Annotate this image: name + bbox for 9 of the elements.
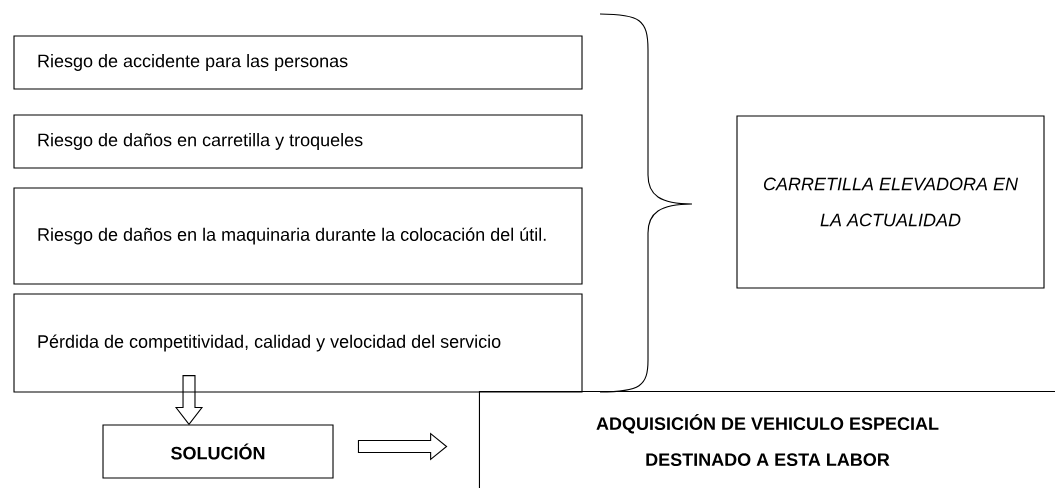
text-box: Riesgo de daños en carretilla y troqueles xyxy=(13,114,583,169)
text-box: SOLUCIÓN xyxy=(102,424,334,479)
block-arrow xyxy=(357,432,448,461)
text-box: Pérdida de competitividad, calidad y velocidad del servicio xyxy=(13,293,583,393)
text-box: CARRETILLA ELEVADORA EN LA ACTUALIDAD xyxy=(736,115,1045,289)
text-box: Riesgo de accidente para las personas xyxy=(13,35,583,90)
text-panel: ADQUISICIÓN DE VEHICULO ESPECIAL DESTINADO A ESTA LABOR xyxy=(478,390,1055,488)
block-arrow xyxy=(174,375,204,426)
text-box: Riesgo de daños en la maquinaria durante la colocación del útil. xyxy=(13,187,583,285)
